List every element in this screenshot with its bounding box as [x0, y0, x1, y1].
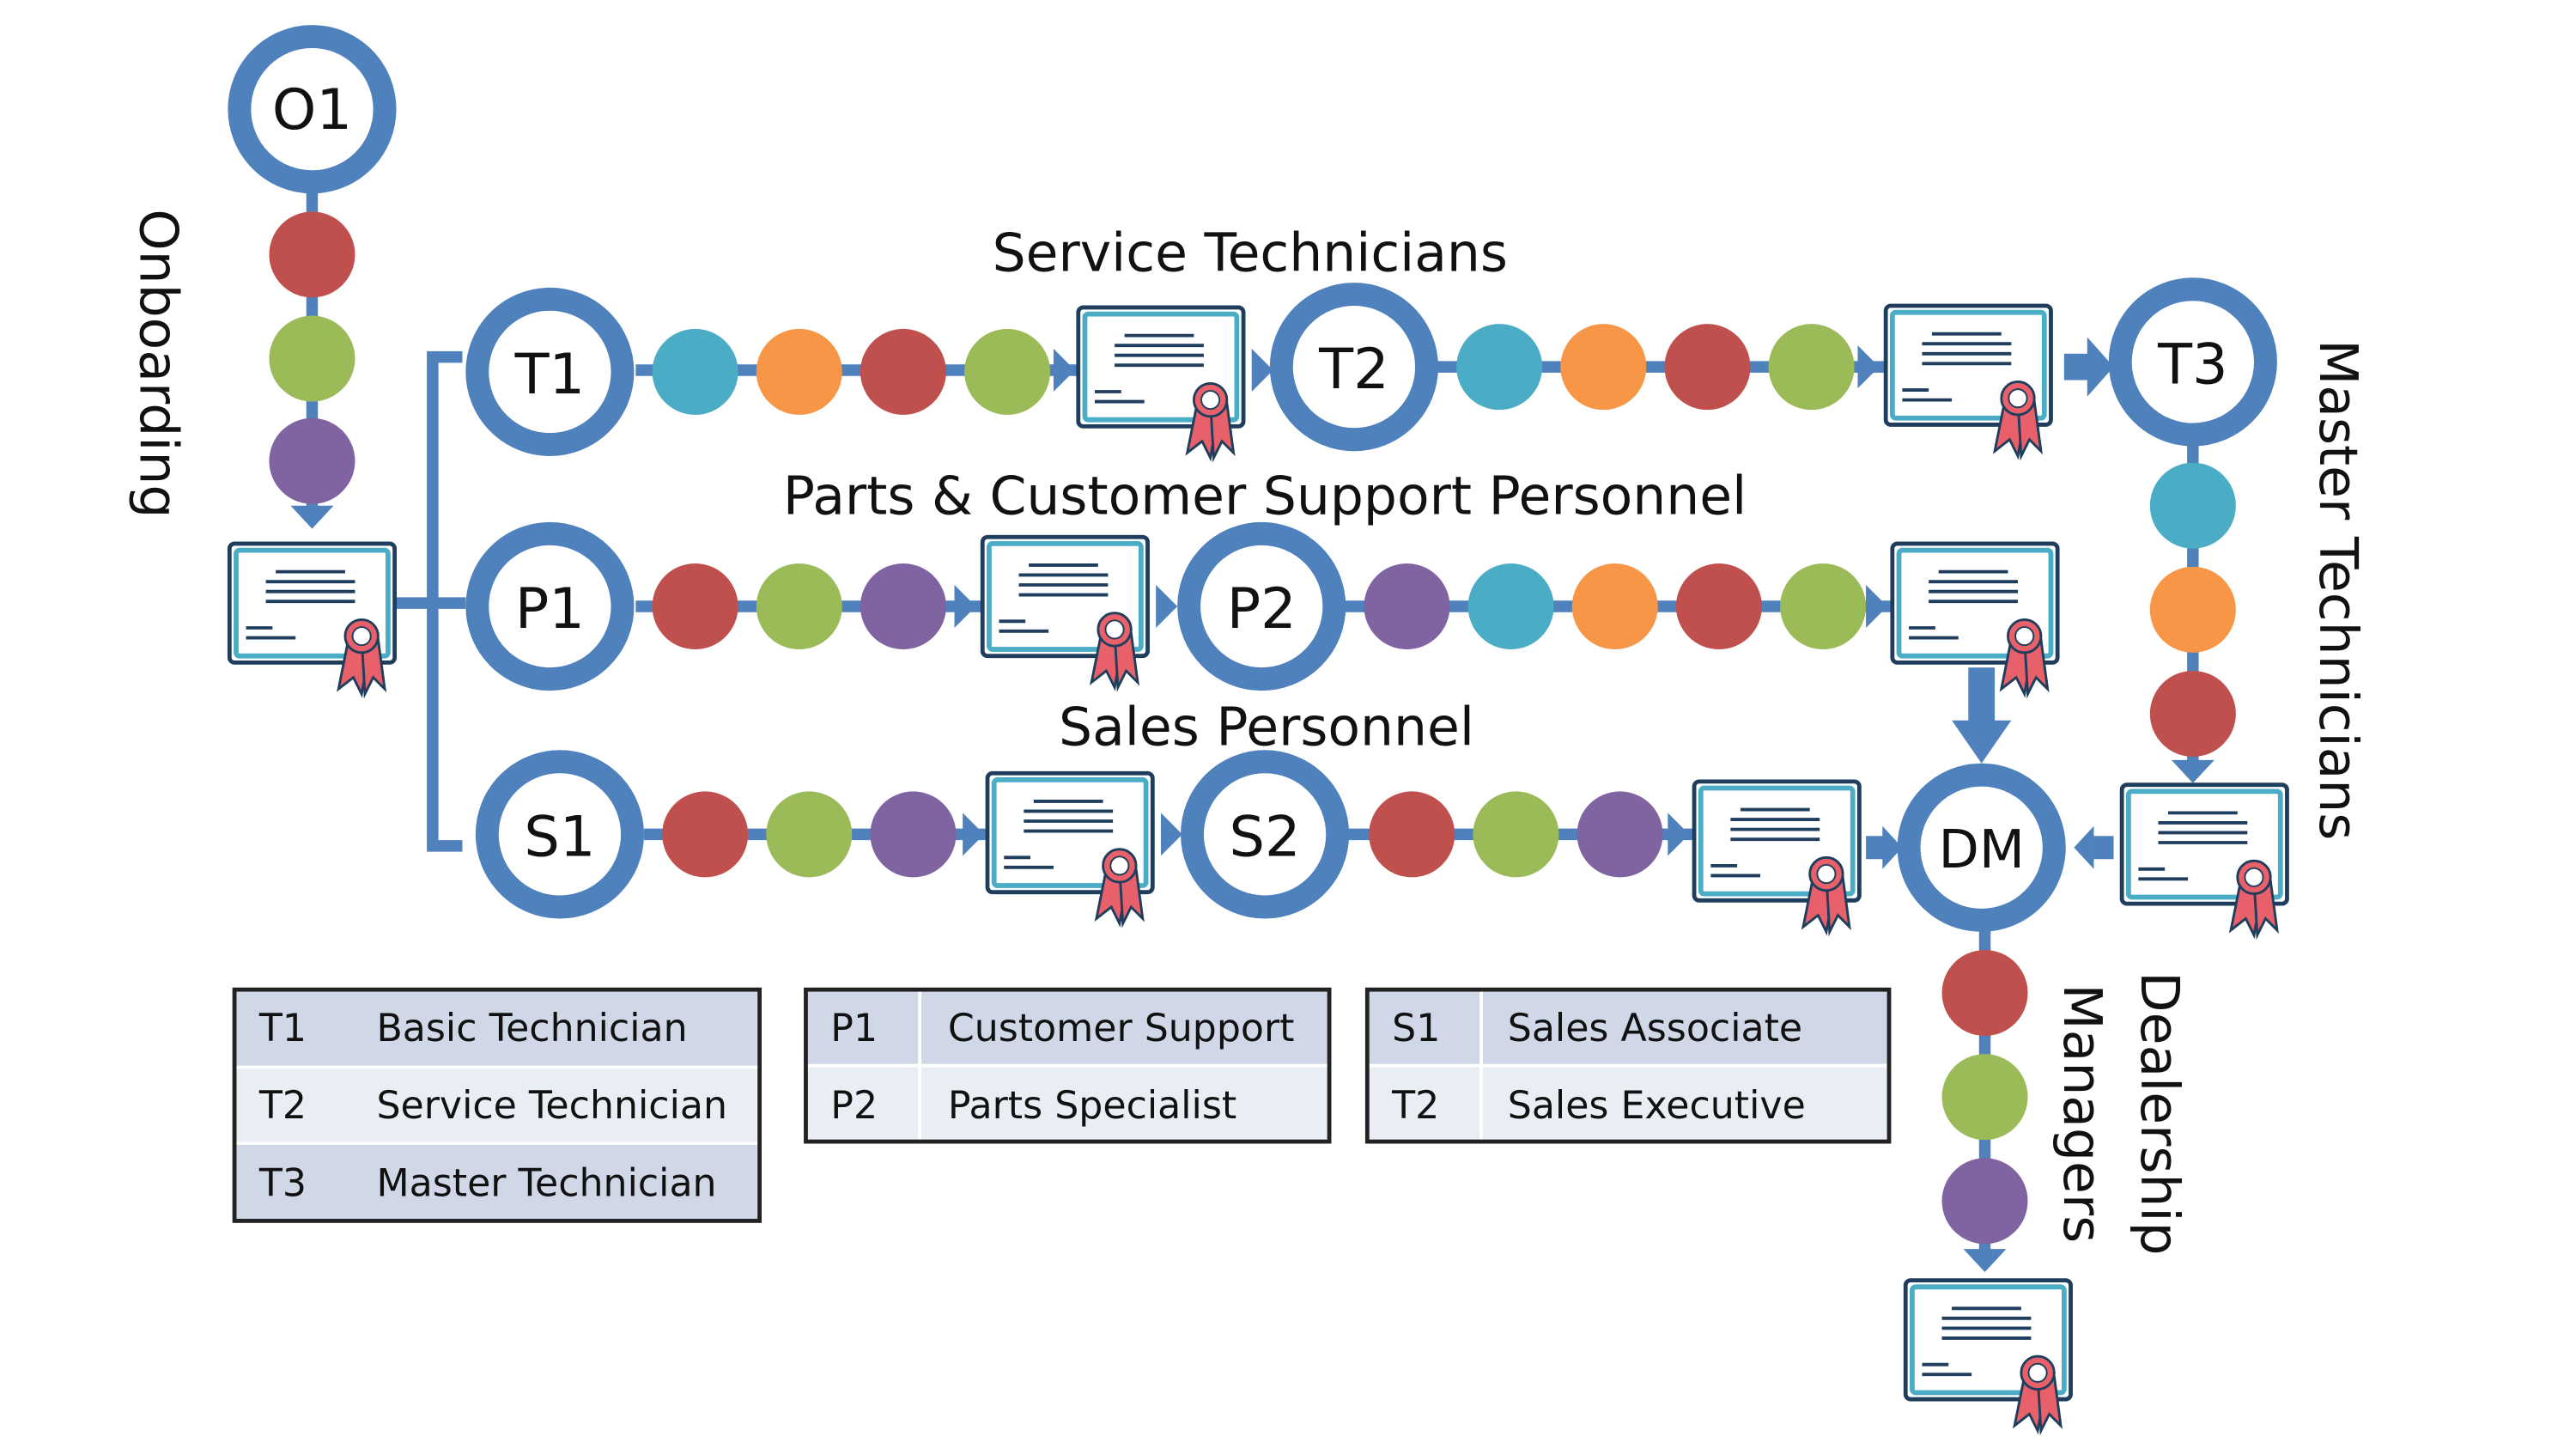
certificate-icon — [2122, 785, 2287, 935]
step-dot-icon — [964, 328, 1051, 415]
table-row: P1 Customer Support — [830, 1007, 1294, 1050]
node-o1: O1 — [228, 25, 397, 194]
step-dot-icon — [766, 791, 853, 878]
label-onboarding: Onboarding — [127, 209, 189, 518]
node-dm-label: DM — [1938, 819, 2024, 880]
node-s2: S2 — [1181, 750, 1350, 919]
certificate-icon — [1078, 307, 1243, 458]
legend-code: T2 — [1391, 1084, 1439, 1128]
label-master-technicians: Master Technicians — [2307, 339, 2369, 840]
node-p2: P2 — [1177, 521, 1346, 691]
legend-title: Master Technician — [376, 1162, 716, 1206]
step-dot-icon — [1768, 324, 1855, 411]
legend-title: Sales Executive — [1508, 1084, 1806, 1128]
step-dot-icon — [870, 791, 957, 878]
legend-code: P1 — [830, 1007, 878, 1050]
legend-code: T3 — [258, 1162, 307, 1206]
step-dot-icon — [756, 563, 842, 649]
step-dot-icon — [662, 791, 749, 878]
node-t3: T3 — [2108, 277, 2277, 447]
step-dot-icon — [269, 211, 355, 298]
step-dot-icon — [860, 563, 946, 649]
legend-title: Basic Technician — [376, 1007, 687, 1050]
step-dot-icon — [1941, 1158, 2028, 1245]
table-row: T2 Service Technician — [258, 1084, 727, 1128]
table-row: T3 Master Technician — [258, 1162, 717, 1206]
label-parts-support: Parts & Customer Support Personnel — [783, 465, 1747, 527]
certificate-icon — [1694, 782, 1859, 932]
step-dot-icon — [1456, 324, 1543, 411]
node-s2-label: S2 — [1230, 804, 1301, 869]
nodes: O1 T1 T2 T3 P1 P2 S1 S2 — [228, 25, 2277, 932]
table-row: S1 Sales Associate — [1392, 1007, 1802, 1050]
certificate-icon — [1905, 1281, 2070, 1431]
node-t2: T2 — [1269, 283, 1438, 452]
legend-code: T2 — [258, 1084, 307, 1128]
certificate-icon — [1886, 306, 2050, 456]
legend-title: Sales Associate — [1508, 1007, 1802, 1050]
node-t1: T1 — [465, 287, 635, 456]
node-s1: S1 — [475, 750, 644, 919]
step-dot-icon — [1675, 563, 1762, 649]
step-dot-icon — [1364, 563, 1450, 649]
step-dot-icon — [1560, 324, 1647, 411]
table-row: T2 Sales Executive — [1391, 1084, 1806, 1128]
node-t2-label: T2 — [1318, 337, 1389, 402]
step-dot-icon — [2149, 566, 2236, 653]
label-service-technicians: Service Technicians — [993, 222, 1508, 284]
step-dot-icon — [1664, 324, 1751, 411]
table-row: P2 Parts Specialist — [830, 1084, 1236, 1128]
node-t3-label: T3 — [2157, 332, 2228, 397]
legend-code: P2 — [830, 1084, 878, 1128]
label-managers: Managers — [2051, 984, 2113, 1244]
step-dot-icon — [1369, 791, 1455, 878]
certificate-icon — [987, 773, 1152, 923]
legend-title: Parts Specialist — [948, 1084, 1236, 1128]
step-dot-icon — [269, 315, 355, 402]
legend-table-sales: S1 Sales Associate T2 Sales Executive — [1364, 987, 1892, 1144]
step-dot-icon — [1467, 563, 1554, 649]
table-row: T1 Basic Technician — [258, 1007, 688, 1050]
step-dot-icon — [2149, 671, 2236, 757]
step-dot-icon — [2149, 462, 2236, 549]
certificate-icon — [229, 544, 394, 694]
step-dot-icon — [652, 563, 738, 649]
connector-arrows — [1866, 337, 2114, 869]
step-dot-icon — [756, 328, 842, 415]
step-dot-icon — [1780, 563, 1867, 649]
step-dot-icon — [269, 417, 355, 504]
label-sales-personnel: Sales Personnel — [1059, 697, 1474, 758]
step-dot-icon — [1941, 950, 2028, 1036]
legend-title: Service Technician — [376, 1084, 727, 1128]
step-dot-icon — [1571, 563, 1658, 649]
legend-code: S1 — [1392, 1007, 1440, 1050]
legend-table-technicians: T1 Basic Technician T2 Service Technicia… — [232, 987, 762, 1223]
step-dot-icon — [860, 328, 946, 415]
label-dealership: Dealership — [2129, 971, 2190, 1255]
legend-title: Customer Support — [948, 1007, 1295, 1050]
node-t1-label: T1 — [514, 342, 586, 407]
step-dot-icon — [652, 328, 738, 415]
step-dot-icon — [1473, 791, 1559, 878]
node-p1: P1 — [465, 521, 635, 691]
legend-code: T1 — [258, 1007, 307, 1050]
node-s1-label: S1 — [524, 804, 595, 869]
step-dot-icon — [1941, 1054, 2028, 1141]
certificate-icon — [982, 537, 1147, 687]
node-dm: DM — [1897, 763, 2066, 932]
legend-table-parts: P1 Customer Support P2 Parts Specialist — [804, 987, 1332, 1144]
node-p1-label: P1 — [515, 576, 585, 642]
node-p2-label: P2 — [1227, 576, 1297, 642]
step-dot-icon — [1577, 791, 1663, 878]
step-dots — [269, 211, 2236, 1245]
node-o1-label: O1 — [272, 77, 352, 143]
